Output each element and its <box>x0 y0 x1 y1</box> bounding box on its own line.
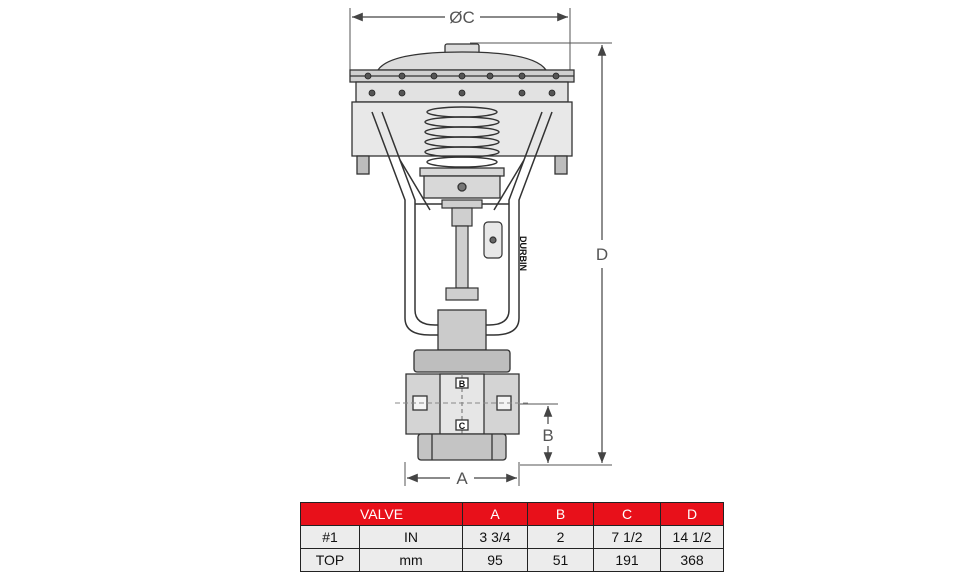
table-cell: 368 <box>660 548 724 572</box>
table-cell: 3 3/4 <box>462 525 528 549</box>
table-row: #1 IN 3 3/4 2 7 1/2 14 1/2 <box>300 525 724 549</box>
valve-actuator-drawing: ØC D B A <box>349 8 612 488</box>
dimension-d: D <box>470 42 612 466</box>
table-cell: 95 <box>462 548 528 572</box>
dimension-b-label: B <box>542 426 553 445</box>
dimension-a-label: A <box>456 469 468 488</box>
valve-body <box>395 373 530 435</box>
header-a: A <box>462 502 528 526</box>
stroke-indicator <box>483 221 503 259</box>
port-marking-upper: B <box>459 379 466 389</box>
table-row: TOP mm 95 51 191 368 <box>300 548 724 572</box>
dimension-d-label: D <box>596 245 608 264</box>
yoke-marking: DURBIN <box>518 236 528 271</box>
dimension-c: ØC <box>349 8 571 78</box>
header-d: D <box>660 502 724 526</box>
port-marking-lower: C <box>459 421 466 431</box>
table-cell: 14 1/2 <box>660 525 724 549</box>
table-cell: mm <box>359 548 463 572</box>
dimension-b: B <box>520 403 558 463</box>
bottom-port <box>417 433 507 461</box>
diaphragm-housing <box>349 43 575 175</box>
spec-header-row: VALVE A B C D <box>300 502 724 526</box>
valve-spec-table: VALVE A B C D #1 IN 3 3/4 2 7 1/2 14 1/2… <box>300 502 724 572</box>
table-cell: 191 <box>593 548 661 572</box>
dimension-c-label: ØC <box>449 8 475 27</box>
table-cell: 51 <box>527 548 594 572</box>
table-cell: IN <box>359 525 463 549</box>
flange-bolts <box>364 72 560 97</box>
valve-stem <box>441 199 483 301</box>
header-c: C <box>593 502 661 526</box>
spring-plate <box>419 167 505 199</box>
table-cell: 7 1/2 <box>593 525 661 549</box>
table-cell: #1 <box>300 525 360 549</box>
actuator-spring <box>424 106 500 168</box>
header-valve: VALVE <box>300 502 463 526</box>
dimension-a: A <box>404 462 520 488</box>
bonnet <box>413 309 511 373</box>
table-cell: TOP <box>300 548 360 572</box>
table-cell: 2 <box>527 525 594 549</box>
header-b: B <box>527 502 594 526</box>
